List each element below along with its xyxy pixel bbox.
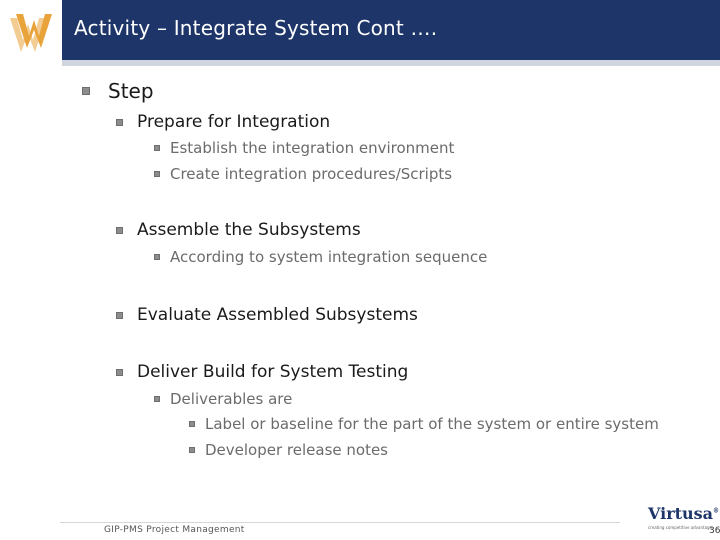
title-bar — [0, 0, 720, 60]
logo-area — [0, 0, 62, 66]
bullet-text: Developer release notes — [205, 441, 388, 459]
bullet-square-icon — [189, 421, 195, 427]
bullet-release-notes: Developer release notes — [189, 441, 388, 459]
bullet-square-icon — [116, 118, 123, 126]
title-underline — [62, 60, 720, 66]
bullet-square-icon — [154, 145, 160, 151]
bullet-text: According to system integration sequence — [170, 248, 488, 266]
bullet-establish: Establish the integration environment — [154, 139, 454, 157]
bullet-square-icon — [154, 254, 160, 260]
bullet-step: Step — [82, 79, 154, 103]
brand-name: Virtusa® — [648, 504, 720, 523]
footer-divider — [60, 522, 620, 523]
bullet-deliver: Deliver Build for System Testing — [116, 362, 408, 382]
bullet-according: According to system integration sequence — [154, 248, 487, 266]
bullet-square-icon — [82, 87, 90, 95]
bullet-assemble: Assemble the Subsystems — [116, 220, 361, 240]
slide-title: Activity – Integrate System Cont …. — [74, 16, 438, 40]
bullet-text: Evaluate Assembled Subsystems — [137, 305, 418, 325]
bullet-text: Step — [108, 79, 154, 103]
bullet-prepare: Prepare for Integration — [116, 112, 330, 132]
footer-label: GIP-PMS Project Management — [104, 525, 245, 535]
bullet-square-icon — [154, 396, 160, 402]
bullet-square-icon — [116, 226, 123, 234]
bullet-square-icon — [189, 447, 195, 453]
bullet-create: Create integration procedures/Scripts — [154, 165, 452, 183]
bullet-label-baseline: Label or baseline for the part of the sy… — [189, 415, 659, 433]
bullet-deliverables: Deliverables are — [154, 390, 292, 408]
bullet-text: Deliverables are — [170, 390, 293, 408]
page-number: 36 — [709, 526, 720, 536]
bullet-square-icon — [154, 171, 160, 177]
bullet-text: Deliver Build for System Testing — [137, 362, 409, 382]
bullet-text: Establish the integration environment — [170, 139, 455, 157]
bullet-evaluate: Evaluate Assembled Subsystems — [116, 305, 418, 325]
bullet-text: Prepare for Integration — [137, 112, 331, 132]
bullet-text: Create integration procedures/Scripts — [170, 165, 453, 183]
bullet-square-icon — [116, 368, 123, 376]
bullet-square-icon — [116, 311, 123, 319]
ww-logo-icon — [10, 14, 52, 52]
virtusa-logo: Virtusa® creating competitive advantage — [646, 504, 719, 534]
bullet-text: Assemble the Subsystems — [137, 220, 361, 240]
brand-tagline: creating competitive advantage — [648, 525, 713, 530]
bullet-text: Label or baseline for the part of the sy… — [205, 415, 659, 433]
